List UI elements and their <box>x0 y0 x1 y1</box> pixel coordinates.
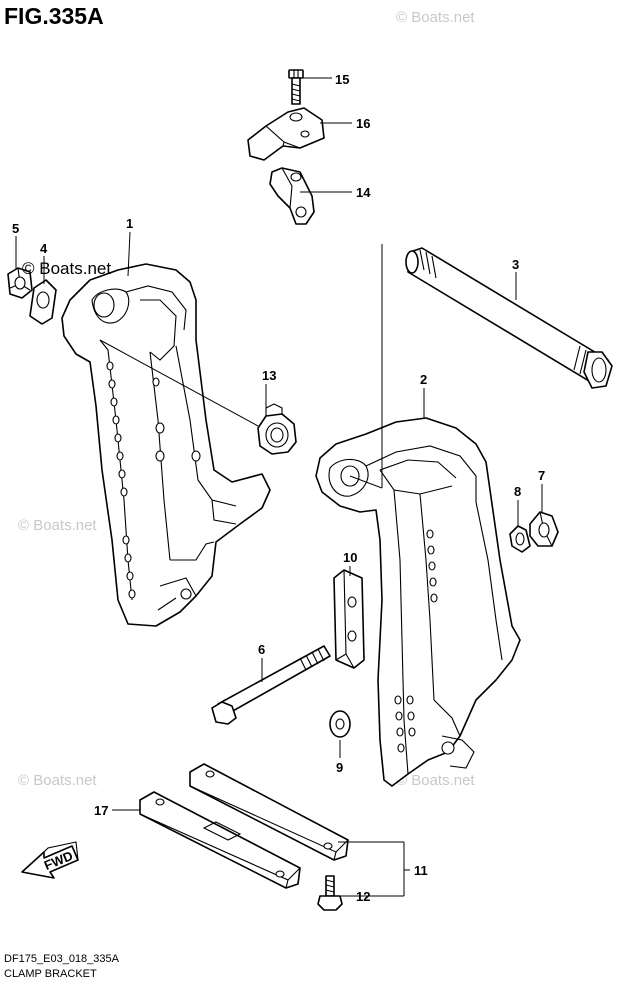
fwd-direction-arrow: FWD <box>21 841 79 879</box>
part-6-bolt[interactable] <box>211 645 331 725</box>
part-3-tilt-tube[interactable] <box>405 247 613 389</box>
watermark: © Boats.net <box>18 517 97 534</box>
callout-8: 8 <box>514 484 521 499</box>
callout-2: 2 <box>420 372 427 387</box>
part-16-plate[interactable] <box>247 107 325 161</box>
part-4-washer[interactable] <box>29 279 57 325</box>
footer-code: DF175_E03_018_335A <box>4 953 120 965</box>
leader-lines <box>15 77 543 897</box>
callout-17: 17 <box>94 803 108 818</box>
watermark: © Boats.net <box>396 772 475 789</box>
callout-5: 5 <box>12 221 19 236</box>
part-1-clamp-bracket[interactable] <box>61 263 271 627</box>
part-11-plate[interactable] <box>189 763 349 861</box>
callout-7: 7 <box>538 468 545 483</box>
callout-11: 11 <box>414 863 428 878</box>
watermark-dark: © Boats.net <box>22 259 111 278</box>
part-17-plate[interactable] <box>139 791 301 889</box>
callout-3: 3 <box>512 257 519 272</box>
part-8-washer[interactable] <box>509 525 531 553</box>
part-7-nut[interactable] <box>529 511 559 547</box>
part-5-nut[interactable] <box>7 267 33 299</box>
callout-16: 16 <box>356 116 370 131</box>
part-13-bushing[interactable] <box>257 403 297 455</box>
callout-14: 14 <box>356 185 371 200</box>
figure-title: FIG.335A <box>4 3 104 29</box>
callout-1: 1 <box>126 216 133 231</box>
callout-4: 4 <box>40 241 48 256</box>
footer-name: CLAMP BRACKET <box>4 968 97 980</box>
part-9-washer[interactable] <box>329 710 351 738</box>
callout-15: 15 <box>335 72 349 87</box>
callout-6: 6 <box>258 642 265 657</box>
callout-10: 10 <box>343 550 357 565</box>
callout-12: 12 <box>356 889 370 904</box>
part-14-bracket[interactable] <box>269 167 315 225</box>
watermark: © Boats.net <box>18 772 97 789</box>
part-2-clamp-bracket[interactable] <box>315 417 521 787</box>
part-10-plate[interactable] <box>333 569 365 669</box>
callout-9: 9 <box>336 760 343 775</box>
callout-13: 13 <box>262 368 276 383</box>
part-12-bolt[interactable] <box>317 875 343 911</box>
watermark: © Boats.net <box>396 9 475 26</box>
part-15-bolt[interactable] <box>288 69 304 105</box>
